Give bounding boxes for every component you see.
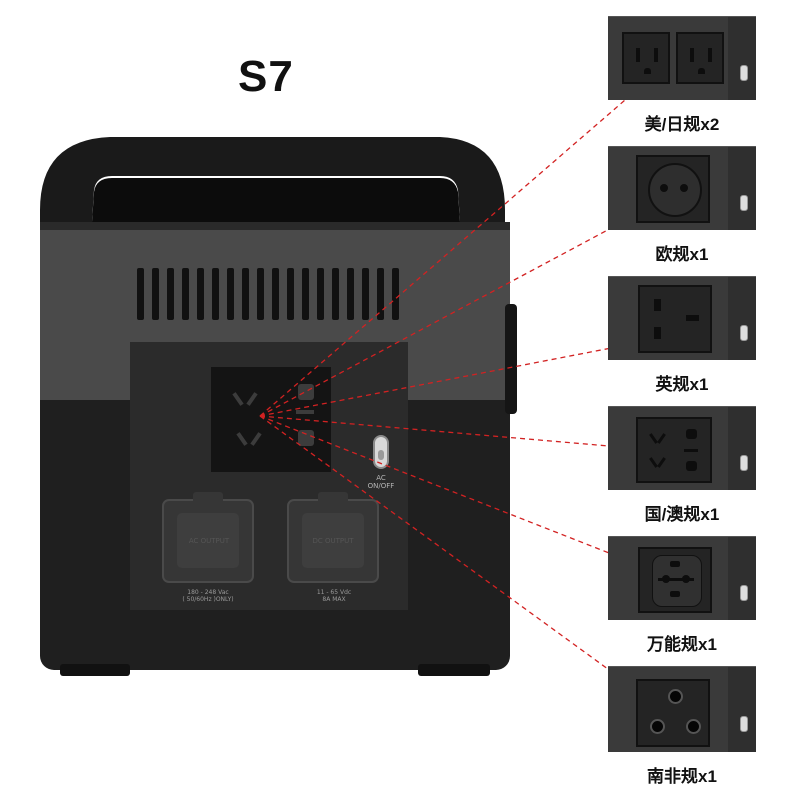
socket-caption: 万能规x1 xyxy=(647,635,717,654)
toggle-icon xyxy=(740,325,748,342)
socket-caption: 欧规x1 xyxy=(655,245,709,264)
jp-socket-icon xyxy=(676,32,724,84)
us-socket-icon xyxy=(622,32,670,84)
connector-line xyxy=(259,415,633,563)
product-title: S7 xyxy=(238,52,294,101)
socket-panel-uk xyxy=(608,276,756,360)
port-left-label: AC OUTPUT xyxy=(188,537,230,545)
socket-panel-south-africa xyxy=(608,666,756,752)
socket-caption: 英规x1 xyxy=(655,375,709,394)
spec-left: 180 - 248 Vac ( 50/60Hz )ONLY) xyxy=(182,589,234,603)
uk-socket-icon xyxy=(638,285,712,353)
connector-line xyxy=(259,217,631,417)
socket-caption: 南非规x1 xyxy=(647,767,717,786)
spec-right: 11 - 65 Vdc 8A MAX xyxy=(316,589,352,603)
socket-panel-cn-au xyxy=(608,406,756,490)
toggle-icon xyxy=(740,455,748,472)
cn-au-socket-icon xyxy=(636,417,712,483)
socket-caption: 美/日规x2 xyxy=(644,115,720,134)
south-africa-socket-icon xyxy=(636,679,710,747)
universal-socket-icon xyxy=(638,547,712,613)
socket-panel-us-jp xyxy=(608,16,756,100)
toggle-icon xyxy=(740,195,748,212)
connector-line xyxy=(259,343,633,417)
connector-line xyxy=(259,93,633,417)
socket-panel-eu xyxy=(608,146,756,230)
eu-socket-icon xyxy=(636,155,710,223)
toggle-icon xyxy=(740,585,748,602)
port-right-label: DC OUTPUT xyxy=(312,537,354,545)
socket-caption: 国/澳规x1 xyxy=(644,505,720,524)
toggle-icon xyxy=(740,716,748,733)
ac-switch-label: AC ON/OFF xyxy=(367,474,395,490)
toggle-icon xyxy=(740,65,748,82)
socket-panel-universal xyxy=(608,536,756,620)
